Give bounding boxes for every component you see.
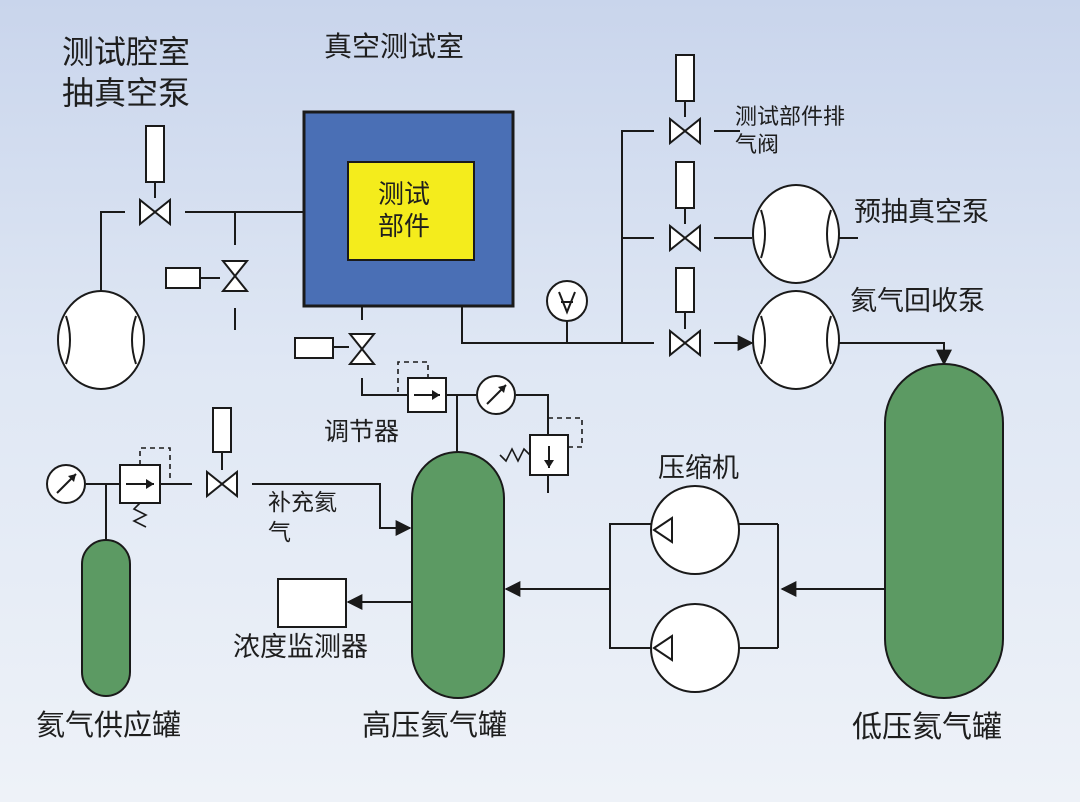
low-pressure-tank bbox=[884, 363, 1004, 699]
label-chamber-pump-2: 抽真空泵 bbox=[62, 74, 190, 112]
vacuum-chamber bbox=[302, 110, 515, 308]
part-line-valve bbox=[294, 333, 375, 365]
compressor-lower bbox=[650, 603, 740, 693]
label-makeup-helium-1: 补充氦 bbox=[268, 490, 337, 516]
concentration-monitor bbox=[277, 578, 347, 628]
high-pressure-tank bbox=[411, 451, 505, 699]
label-compressor: 压缩机 bbox=[658, 453, 739, 484]
pipes bbox=[86, 101, 952, 649]
chamber-vacuum-pump bbox=[57, 290, 145, 390]
regulator bbox=[397, 361, 447, 413]
label-test-part-1: 测试 bbox=[378, 180, 430, 210]
label-supply-tank: 氦气供应罐 bbox=[36, 708, 181, 742]
test-part bbox=[347, 161, 475, 261]
label-low-pressure-tank: 低压氦气罐 bbox=[852, 710, 1002, 745]
label-high-pressure-tank: 高压氦气罐 bbox=[362, 708, 507, 742]
helium-supply-tank bbox=[81, 539, 131, 697]
label-chamber-pump-1: 测试腔室 bbox=[62, 33, 190, 71]
label-concentration-monitor: 浓度监测器 bbox=[233, 632, 368, 663]
recovery-valve bbox=[669, 267, 701, 356]
supply-pressure-gauge-icon bbox=[46, 464, 86, 504]
supply-valve bbox=[206, 407, 238, 497]
label-makeup-helium-2: 气 bbox=[268, 520, 291, 546]
pre-vacuum-valve bbox=[669, 161, 701, 251]
label-test-part-2: 部件 bbox=[378, 212, 430, 242]
relief-valve bbox=[499, 417, 583, 476]
label-vacuum-chamber: 真空测试室 bbox=[324, 30, 464, 63]
label-vent-valve-1: 测试部件排 bbox=[735, 105, 845, 130]
pre-vacuum-pump bbox=[752, 184, 840, 284]
label-pre-vacuum-pump: 预抽真空泵 bbox=[854, 197, 989, 228]
chamber-pump-valve bbox=[139, 125, 171, 225]
vacuum-gauge-icon bbox=[546, 280, 588, 322]
label-regulator: 调节器 bbox=[324, 417, 399, 446]
label-vent-valve-2: 气阀 bbox=[735, 133, 779, 158]
label-recovery-pump: 氦气回收泵 bbox=[850, 286, 985, 317]
supply-regulator bbox=[119, 447, 171, 528]
compressor-upper bbox=[650, 485, 740, 575]
helium-recovery-pump bbox=[752, 290, 840, 390]
part-vent-valve bbox=[669, 54, 701, 144]
chamber-vent-valve bbox=[165, 260, 248, 292]
regulator-pressure-gauge-icon bbox=[476, 375, 516, 415]
